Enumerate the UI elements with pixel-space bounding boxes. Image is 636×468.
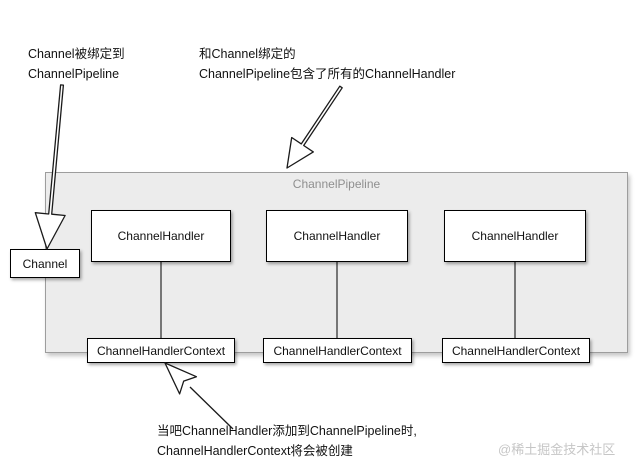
- channel-handler-context-box-3: ChannelHandlerContext: [442, 338, 590, 363]
- arrow-annotation-to-context-head: [164, 362, 198, 395]
- channel-handler-box-2: ChannelHandler: [266, 210, 408, 262]
- annotation-line: ChannelPipeline: [28, 67, 120, 81]
- arrow-annotation-to-pipeline: [286, 85, 343, 169]
- annotation-line: 和Channel绑定的: [199, 47, 296, 61]
- channel-handler-box-1: ChannelHandler: [91, 210, 231, 262]
- channel-label: Channel: [22, 256, 68, 271]
- annotation-line: Channel被绑定到: [28, 47, 125, 61]
- channel-handler-context-label: ChannelHandlerContext: [96, 343, 226, 358]
- channel-handler-context-box-2: ChannelHandlerContext: [263, 338, 412, 363]
- channel-handler-box-3: ChannelHandler: [444, 210, 586, 262]
- channel-pipeline-container: ChannelPipeline: [45, 172, 628, 353]
- channel-pipeline-label: ChannelPipeline: [292, 177, 381, 191]
- channel-box: Channel: [10, 249, 80, 278]
- annotation-line: ChannelHandlerContext将会被创建: [157, 444, 353, 458]
- annotation-context-creation: 当吧ChannelHandler添加到ChannelPipeline时, Cha…: [157, 421, 417, 461]
- annotation-pipeline-contains-handlers: 和Channel绑定的 ChannelPipeline包含了所有的Channel…: [199, 44, 455, 84]
- channel-handler-context-label: ChannelHandlerContext: [273, 343, 402, 358]
- annotation-channel-binding: Channel被绑定到 ChannelPipeline: [28, 44, 125, 84]
- watermark-text: @稀土掘金技术社区: [498, 442, 616, 457]
- annotation-line: ChannelPipeline包含了所有的ChannelHandler: [199, 67, 456, 81]
- channel-handler-label: ChannelHandler: [117, 229, 205, 243]
- annotation-line: 当吧ChannelHandler添加到ChannelPipeline时,: [157, 424, 417, 438]
- channel-handler-context-box-1: ChannelHandlerContext: [87, 338, 235, 363]
- channel-handler-label: ChannelHandler: [471, 229, 559, 243]
- channel-handler-context-label: ChannelHandlerContext: [451, 343, 581, 358]
- channel-handler-label: ChannelHandler: [293, 229, 381, 243]
